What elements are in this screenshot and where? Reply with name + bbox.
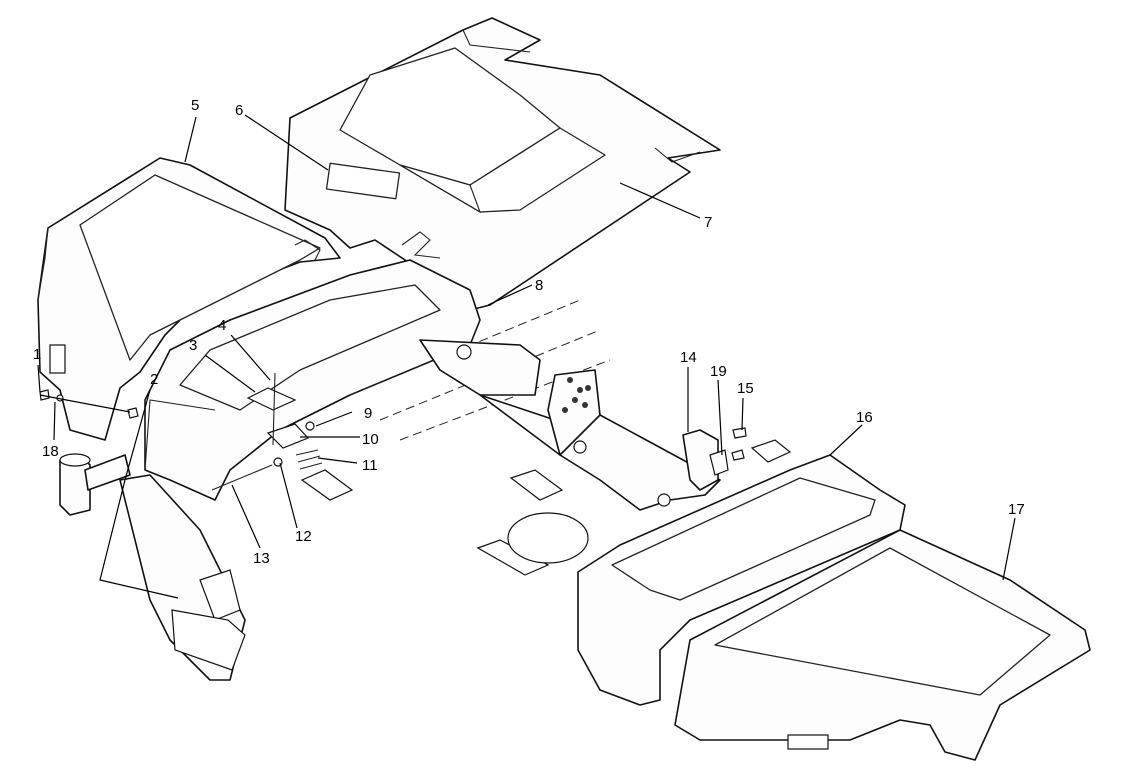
frame-rail — [419, 339, 721, 511]
callout-17: 17 — [1008, 501, 1025, 518]
callout-5: 5 — [191, 97, 199, 114]
fender-notch — [787, 734, 829, 750]
callout-16: 16 — [856, 409, 873, 426]
callout-15: 15 — [737, 380, 754, 397]
fender-slot — [49, 344, 66, 374]
left-arm — [59, 453, 246, 681]
callout-4: 4 — [218, 317, 226, 334]
callout-12: 12 — [295, 528, 312, 545]
callout-1: 1 — [33, 346, 41, 363]
leader-lines — [37, 114, 1016, 599]
callout-2: 2 — [150, 371, 158, 388]
callout-10: 10 — [362, 431, 379, 448]
callout-18: 18 — [42, 443, 59, 460]
callout-19: 19 — [710, 363, 727, 380]
callout-13: 13 — [253, 550, 270, 567]
callout-14: 14 — [680, 349, 697, 366]
callout-11: 11 — [362, 457, 378, 474]
left-fender — [37, 157, 341, 441]
callout-8: 8 — [535, 277, 543, 294]
right-fender — [577, 454, 1091, 761]
callout-9: 9 — [364, 405, 372, 422]
decal-plate — [325, 162, 401, 200]
callout-labels: 1 2 3 4 5 6 7 8 9 10 11 12 13 14 15 16 1… — [33, 97, 1025, 567]
callout-6: 6 — [235, 102, 243, 119]
loose-parts — [39, 387, 792, 576]
callout-7: 7 — [704, 214, 712, 231]
callout-3: 3 — [189, 337, 197, 354]
right-bracket — [682, 427, 747, 491]
seat-cowl-assembly — [284, 17, 721, 311]
